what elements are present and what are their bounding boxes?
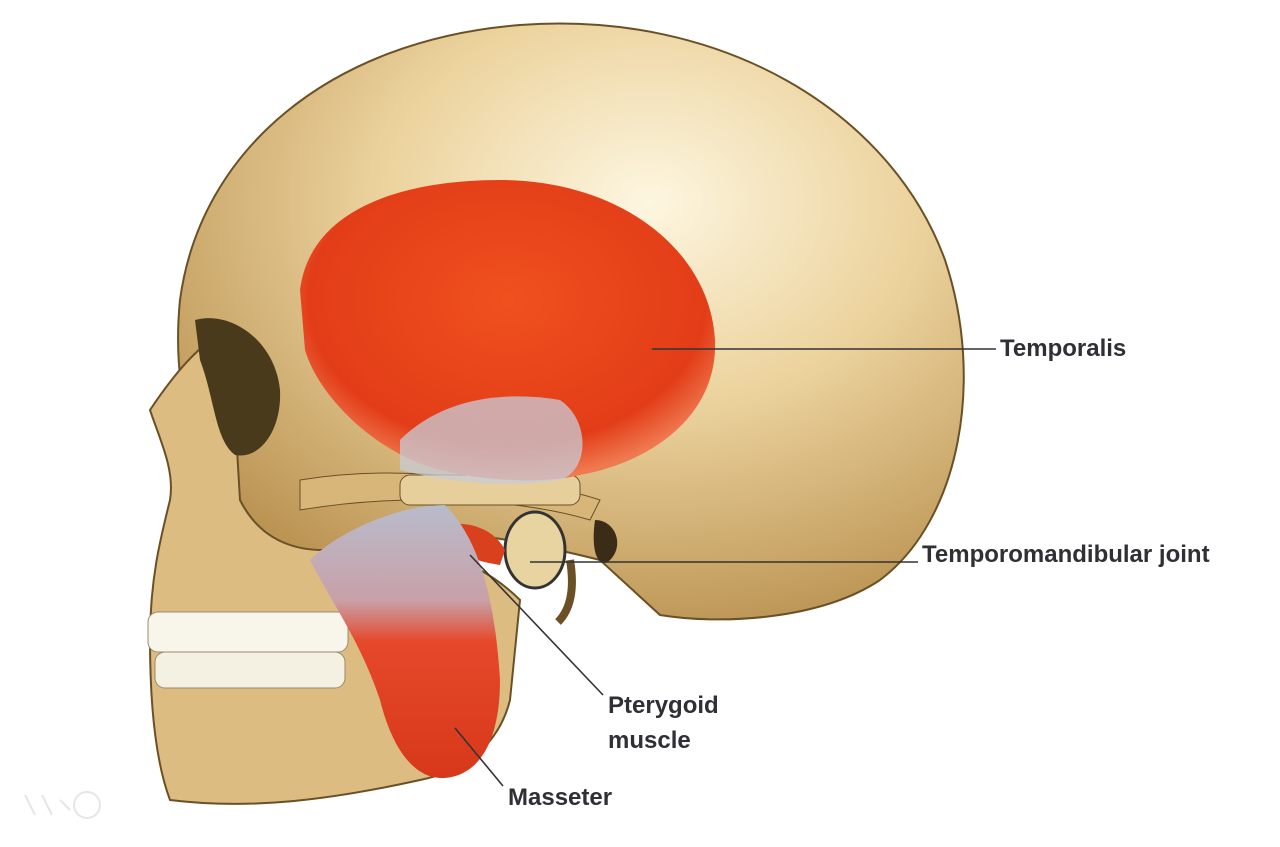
tmj bbox=[503, 510, 567, 590]
watermark-logo bbox=[24, 791, 101, 819]
label-pterygoid-muscle: muscle bbox=[608, 727, 691, 754]
label-temporomandibular-joint: Temporomandibular joint bbox=[922, 541, 1210, 568]
label-pterygoid: Pterygoid bbox=[608, 692, 719, 719]
label-temporalis: Temporalis bbox=[1000, 335, 1127, 362]
leader-masseter bbox=[454, 727, 504, 787]
temporalis-muscle bbox=[300, 180, 716, 481]
teeth bbox=[147, 611, 349, 689]
masseter-muscle bbox=[310, 505, 500, 779]
leader-lines bbox=[454, 348, 996, 787]
label-masseter: Masseter bbox=[508, 784, 613, 811]
leader-pterygoid bbox=[469, 554, 604, 696]
eye-socket bbox=[195, 318, 281, 456]
